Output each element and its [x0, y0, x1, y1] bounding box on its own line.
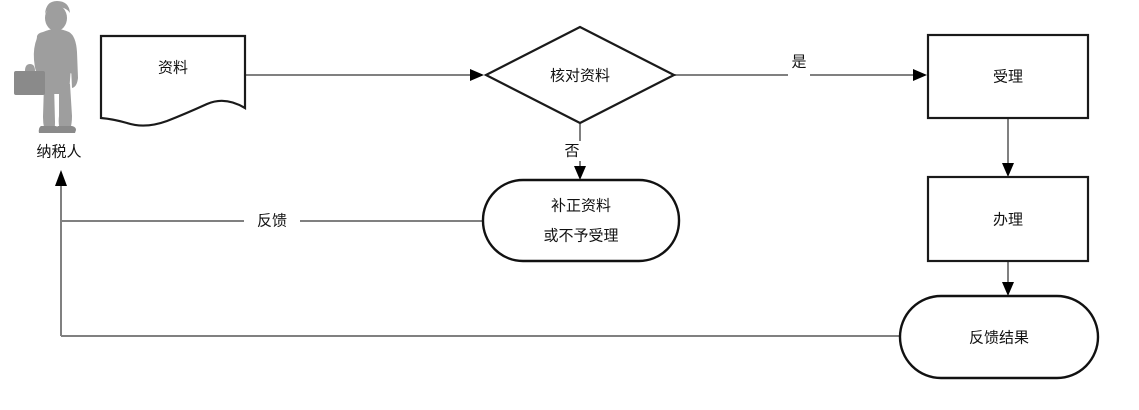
node-process-label: 办理: [993, 211, 1023, 229]
edge-accept-to-process: [1002, 118, 1014, 177]
edge-label-yes-text: 是: [791, 53, 806, 71]
edge-left-riser: [55, 170, 67, 336]
node-verify-label: 核对资料: [550, 67, 610, 85]
node-result[interactable]: 反馈结果: [898, 294, 1100, 380]
edge-label-yes: 是: [788, 53, 810, 78]
node-correct-label-line1: 补正资料: [551, 197, 611, 215]
node-correct[interactable]: 补正资料 或不予受理: [481, 178, 681, 263]
node-accept-label: 受理: [993, 68, 1023, 86]
edge-materials-to-verify: [246, 69, 484, 81]
person-with-briefcase-icon: [14, 1, 78, 133]
node-accept[interactable]: 受理: [926, 33, 1090, 120]
edge-label-no-text: 否: [564, 142, 579, 160]
node-correct-label-line2: 或不予受理: [543, 227, 618, 245]
taxpayer-actor-label: 纳税人: [36, 143, 81, 161]
edge-label-feedback-text: 反馈: [257, 212, 287, 230]
node-materials-label: 资料: [158, 59, 188, 77]
edge-process-to-result: [1002, 261, 1014, 296]
node-result-label: 反馈结果: [969, 329, 1029, 347]
node-process[interactable]: 办理: [926, 175, 1090, 263]
node-verify[interactable]: 核对资料: [483, 25, 677, 125]
edge-label-no: 否: [562, 141, 582, 161]
edge-label-feedback: 反馈: [244, 211, 300, 232]
node-materials[interactable]: 资料: [99, 34, 247, 127]
